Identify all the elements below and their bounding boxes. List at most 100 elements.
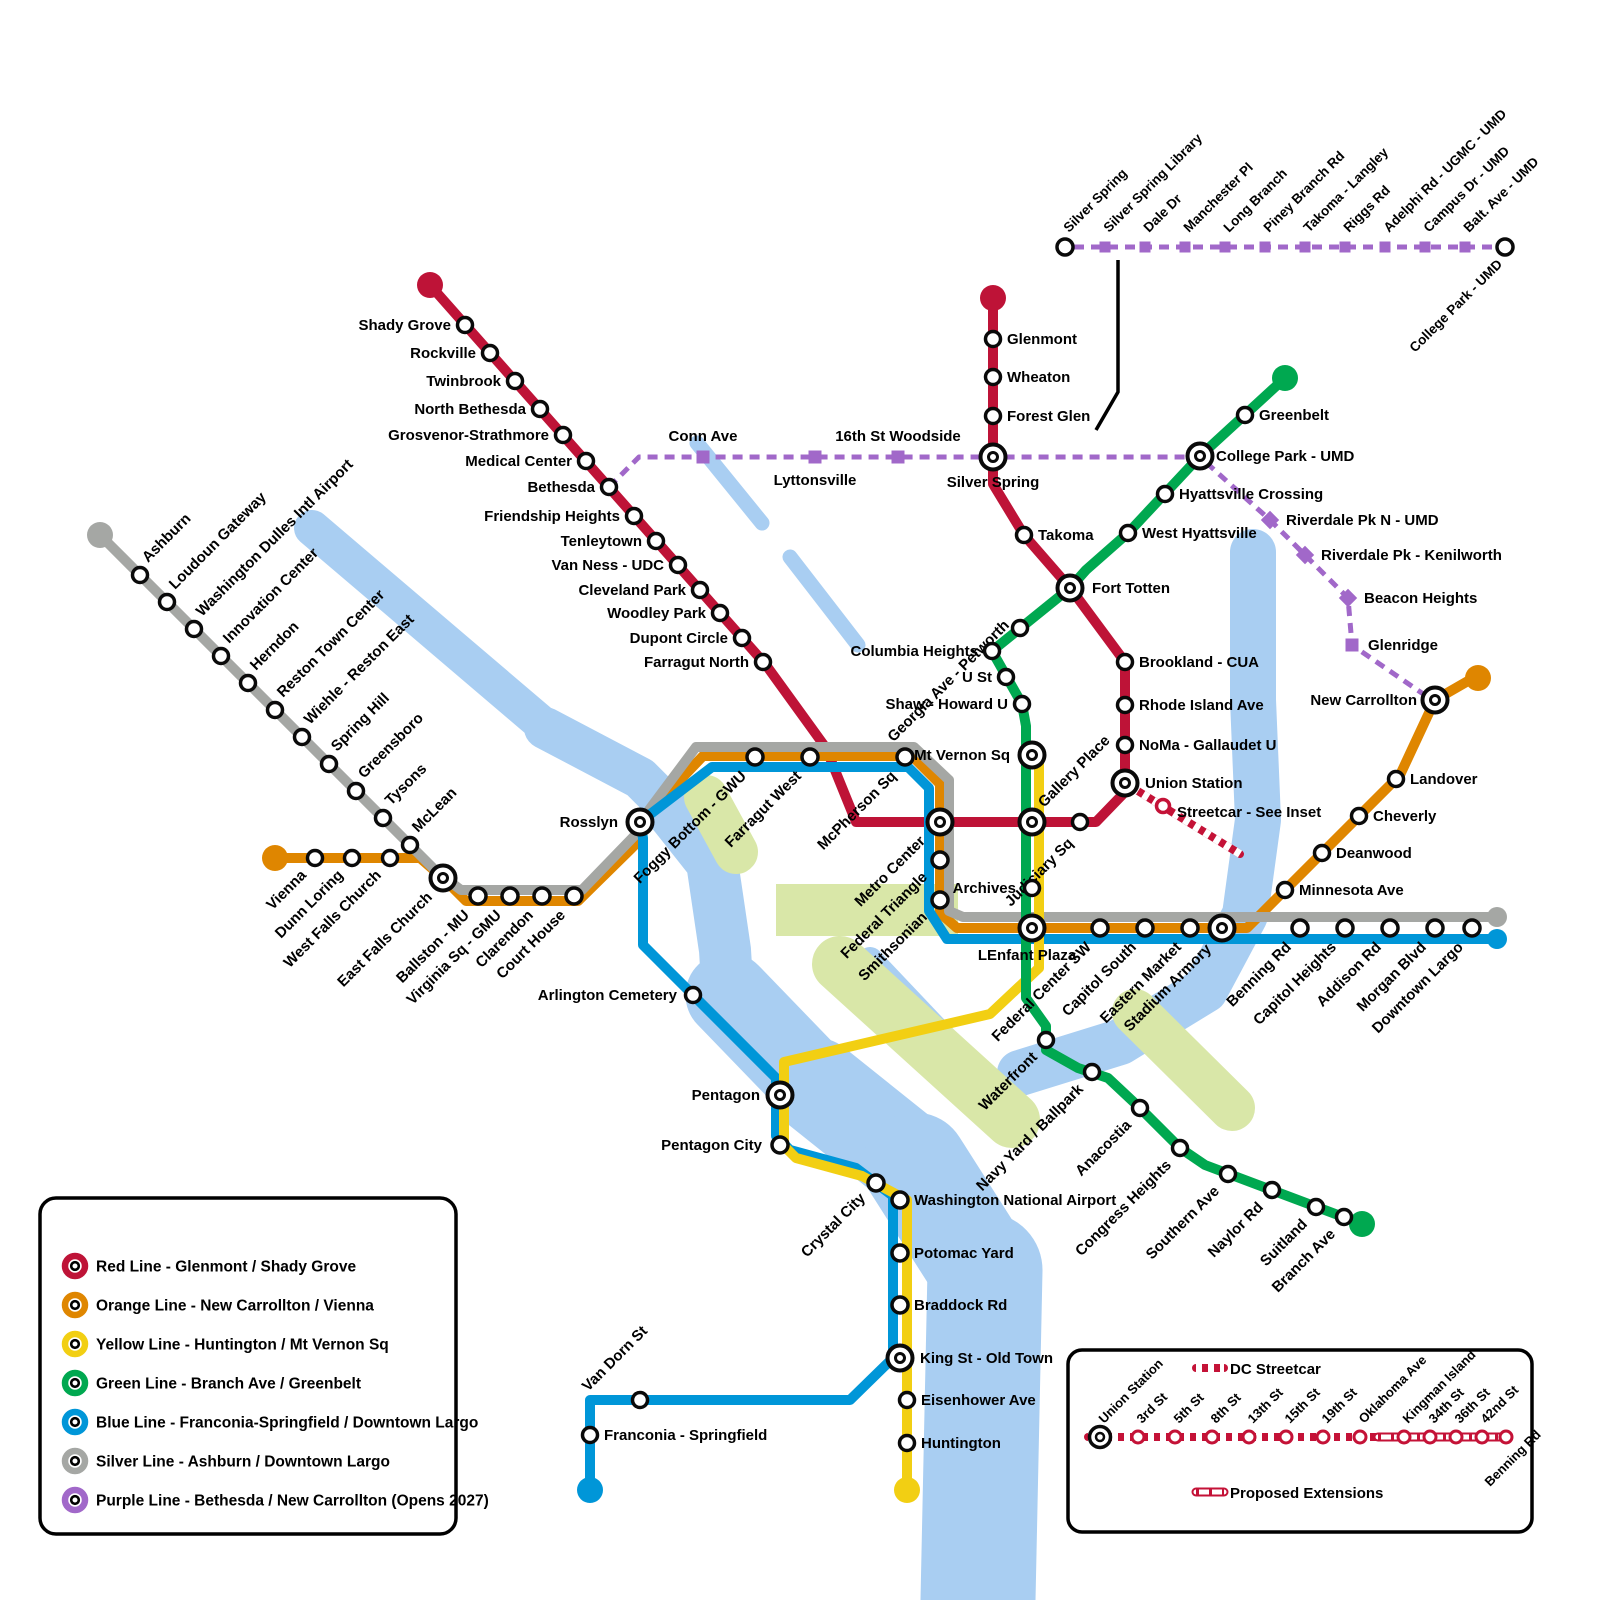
station-icon xyxy=(983,367,1003,387)
label-eisenhower-ave: Eisenhower Ave xyxy=(921,1392,1036,1409)
legend-item-silver: Silver Line - Ashburn / Downtown Largo xyxy=(61,1447,390,1475)
station-icon xyxy=(1235,405,1255,425)
station-icon xyxy=(1495,237,1515,257)
station-medical-center: Medical Center xyxy=(465,451,596,471)
label-greenbelt: Greenbelt xyxy=(1259,407,1329,424)
station-rhode-island-ave: Rhode Island Ave xyxy=(1115,695,1264,715)
station-glenmont: Glenmont xyxy=(983,329,1077,349)
station-glenridge: Glenridge xyxy=(1345,637,1438,654)
station-icon xyxy=(1135,918,1155,938)
station-north-bethesda: North Bethesda xyxy=(414,399,550,419)
station-icon xyxy=(1118,523,1138,543)
label-brookland-cua: Brookland - CUA xyxy=(1139,654,1259,671)
station-icon xyxy=(1386,769,1406,789)
station-icon xyxy=(983,329,1003,349)
station-anacostia: Anacostia xyxy=(1072,1098,1150,1180)
streetcar-stop-icon xyxy=(1498,1429,1514,1445)
station-addison-rd: Addison Rd xyxy=(1313,918,1400,1010)
station-icon xyxy=(455,315,475,335)
streetcar-stop-icon xyxy=(1474,1429,1490,1445)
station-icon xyxy=(897,1390,917,1410)
station-pentagon: Pentagon xyxy=(692,1080,795,1110)
label-streetcar-see-inset: Streetcar - See Inset xyxy=(1177,804,1321,821)
streetcar-stop-icon xyxy=(1241,1429,1257,1445)
label-ashburn: Ashburn xyxy=(139,510,195,566)
purple-station-icon xyxy=(1260,510,1280,530)
station-icon xyxy=(1290,918,1310,938)
station-wheaton: Wheaton xyxy=(983,367,1070,387)
label-forest-glen: Forest Glen xyxy=(1007,408,1090,425)
terminal-dot-blue xyxy=(577,1477,603,1503)
legend-item-blue: Blue Line - Franconia-Springfield / Down… xyxy=(61,1408,478,1436)
station-shady-grove: Shady Grove xyxy=(358,315,475,335)
station-icon xyxy=(400,835,420,855)
station-icon xyxy=(1218,1164,1238,1184)
station-icon xyxy=(292,727,312,747)
station-icon xyxy=(753,652,773,672)
station-icon xyxy=(897,1433,917,1453)
station-icon xyxy=(624,506,644,526)
station-icon xyxy=(1155,484,1175,504)
label-pentagon-city: Pentagon City xyxy=(661,1137,762,1154)
station-conn-ave: Conn Ave xyxy=(669,428,737,464)
park-2 xyxy=(812,936,1040,1148)
station-icon xyxy=(1070,812,1090,832)
purple-station-icon xyxy=(1338,588,1358,608)
label-cheverly: Cheverly xyxy=(1373,808,1437,825)
legend-item-red: Red Line - Glenmont / Shady Grove xyxy=(61,1252,356,1280)
station-potomac-yard: Potomac Yard xyxy=(890,1243,1014,1263)
legend-item-green: Green Line - Branch Ave / Greenbelt xyxy=(61,1369,361,1397)
purple-station-icon xyxy=(1299,241,1311,253)
station-washington-national-airport: Washington National Airport xyxy=(890,1190,1116,1210)
label-potomac-yard: Potomac Yard xyxy=(914,1245,1014,1262)
purple-station-icon xyxy=(1339,241,1351,253)
station-icon xyxy=(346,781,366,801)
station-icon xyxy=(866,1173,886,1193)
station-16th-st-woodside: 16th St Woodside xyxy=(835,428,961,464)
transfer-station-inner-icon xyxy=(987,451,999,463)
transfer-station-inner-icon xyxy=(934,816,946,828)
station-grosvenor-strathmore: Grosvenor-Strathmore xyxy=(388,425,573,445)
label-king-st-old-town: King St - Old Town xyxy=(920,1350,1053,1367)
station-icon xyxy=(184,619,204,639)
station-icon xyxy=(630,1390,650,1410)
station-riverdale-pk-n-umd: Riverdale Pk N - UMD xyxy=(1260,510,1439,530)
label-college-park-umd: College Park - UMD xyxy=(1406,256,1505,355)
label-wheaton: Wheaton xyxy=(1007,369,1070,386)
label-minnesota-ave: Minnesota Ave xyxy=(1299,882,1404,899)
label-u-st: U St xyxy=(962,669,992,686)
legend-item-yellow: Yellow Line - Huntington / Mt Vernon Sq xyxy=(61,1330,389,1358)
station-icon xyxy=(599,477,619,497)
terminal-dot-red xyxy=(417,272,443,298)
purple-station-icon xyxy=(808,450,822,464)
station-arlington-cemetery: Arlington Cemetery xyxy=(538,985,703,1005)
legend-label-yellow: Yellow Line - Huntington / Mt Vernon Sq xyxy=(96,1337,389,1354)
legend-swatch-inner-icon xyxy=(69,1338,81,1350)
waterways-layer xyxy=(294,435,1281,1600)
terminal-dot-green xyxy=(1349,1211,1375,1237)
station-landover: Landover xyxy=(1386,769,1478,789)
label-riverdale-pk-n-umd: Riverdale Pk N - UMD xyxy=(1286,512,1439,529)
station-hyattsville-crossing: Hyattsville Crossing xyxy=(1155,484,1323,504)
waterway-10 xyxy=(782,549,866,653)
station-icon xyxy=(1055,237,1075,257)
station-icon xyxy=(1306,1197,1326,1217)
station-icon xyxy=(553,425,573,445)
station-icon xyxy=(305,848,325,868)
purple-station-icon xyxy=(1379,241,1391,253)
label-tysons: Tysons xyxy=(382,760,430,808)
station-icon xyxy=(732,628,752,648)
station-icon xyxy=(373,808,393,828)
legend-item-orange: Orange Line - New Carrollton / Vienna xyxy=(61,1291,374,1319)
station-silver-spring: Silver Spring xyxy=(947,442,1039,491)
label-crystal-city: Crystal City xyxy=(798,1189,869,1260)
station-twinbrook: Twinbrook xyxy=(426,371,525,391)
station-icon xyxy=(646,531,666,551)
label-georgia-ave-petworth: Georgia Ave - Petworth xyxy=(884,617,1013,746)
transfer-station-inner-icon xyxy=(1429,694,1441,706)
transfer-station-inner-icon xyxy=(1119,777,1131,789)
station-greenbelt: Greenbelt xyxy=(1235,405,1329,425)
station-icon xyxy=(1036,1030,1056,1050)
legend-swatch-inner-icon xyxy=(69,1377,81,1389)
